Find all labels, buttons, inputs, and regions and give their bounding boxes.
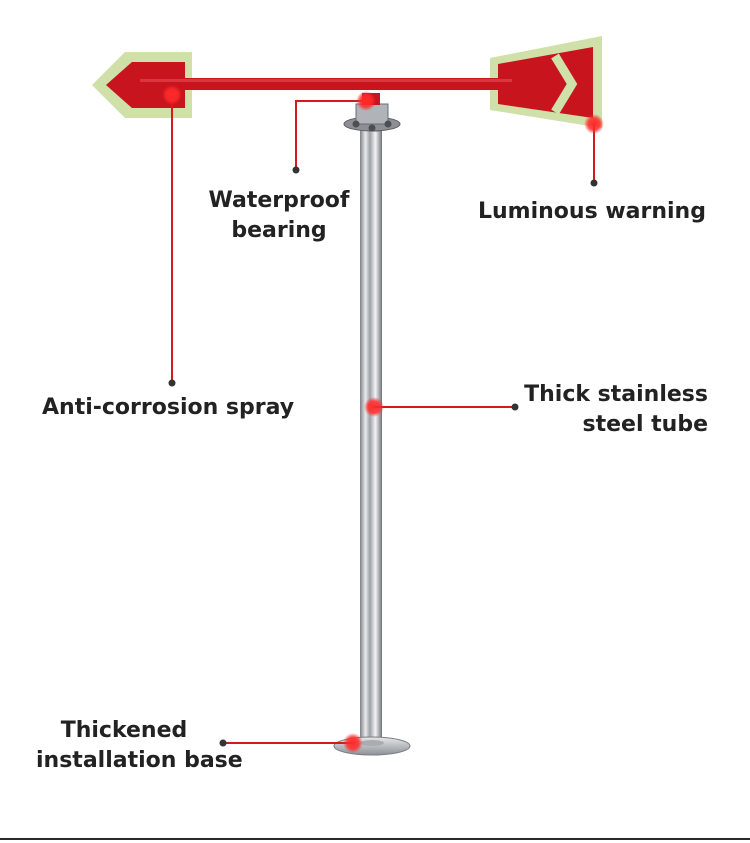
label-thick-stainless-steel-tube: Thick stainless steel tube bbox=[510, 380, 708, 440]
label-line: Anti-corrosion spray bbox=[42, 395, 295, 420]
tail-fin-chevron bbox=[551, 53, 578, 115]
leader-waterproof-bearing bbox=[295, 100, 366, 170]
label-thickened-installation-base: Thickened installation base bbox=[36, 716, 243, 776]
bolt bbox=[352, 120, 360, 128]
marker bbox=[590, 179, 598, 187]
label-line: Thickened bbox=[60, 718, 188, 743]
label-anti-corrosion-spray: Anti-corrosion spray bbox=[42, 393, 294, 423]
label-line: Thick stainless bbox=[524, 382, 708, 407]
label-line: bearing bbox=[231, 218, 327, 243]
rod-highlight bbox=[140, 79, 512, 82]
dot-tube bbox=[364, 397, 384, 417]
base-collar bbox=[360, 740, 384, 746]
label-waterproof-bearing: Waterproof bearing bbox=[205, 186, 353, 246]
steel-tube bbox=[360, 128, 382, 746]
label-line: installation base bbox=[36, 748, 243, 773]
marker bbox=[511, 403, 519, 411]
tail-fin-red-panel bbox=[498, 47, 593, 118]
marker bbox=[168, 379, 176, 387]
callout-dots bbox=[162, 85, 604, 753]
dot-base bbox=[343, 733, 363, 753]
bottom-divider bbox=[0, 838, 750, 840]
label-line: Waterproof bbox=[208, 188, 350, 213]
label-line: Luminous warning bbox=[478, 199, 706, 224]
end-markers bbox=[168, 166, 598, 747]
dot-bearing bbox=[356, 91, 376, 111]
label-line: steel tube bbox=[582, 412, 708, 437]
leader-lines bbox=[171, 95, 595, 744]
bolt bbox=[384, 120, 392, 128]
marker bbox=[292, 166, 300, 174]
marker bbox=[219, 739, 227, 747]
label-luminous-warning: Luminous warning bbox=[478, 197, 706, 227]
bolt bbox=[368, 124, 376, 132]
dot-luminous bbox=[584, 114, 604, 134]
dot-spray bbox=[162, 85, 182, 105]
